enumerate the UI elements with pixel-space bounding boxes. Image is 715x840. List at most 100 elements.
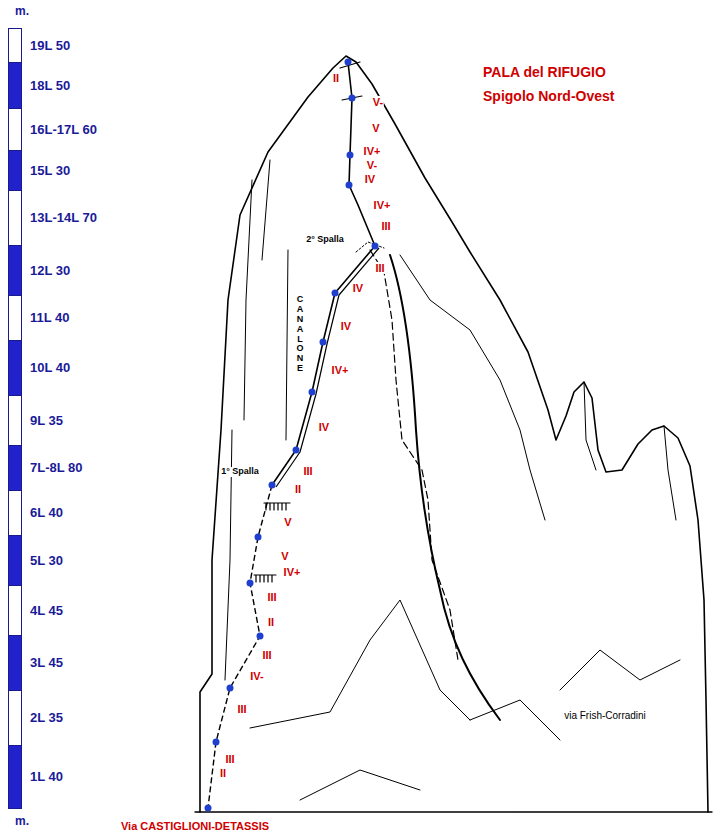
belay-dots (205, 59, 379, 812)
canalone-line (286, 250, 288, 440)
belay-dot (332, 290, 339, 297)
climbing-grade: V- (372, 96, 384, 108)
band-swatch (8, 490, 22, 536)
pitch-length: 18L 50 (30, 78, 70, 93)
band-swatch (8, 62, 22, 109)
belay-dot (257, 633, 264, 640)
climbing-grade: V (283, 516, 292, 528)
face-line (262, 160, 270, 260)
scale-band: 11L 40 (8, 295, 74, 340)
climbing-grade: V- (366, 159, 378, 171)
pitch-length: 12L 30 (30, 263, 70, 278)
belay-dot (213, 739, 220, 746)
pitch-length: 13L-14L 70 (30, 210, 97, 225)
slab-line (250, 600, 470, 728)
climbing-grade: II (294, 483, 302, 495)
belay-dot (349, 95, 356, 102)
scale-unit: m. (15, 815, 29, 828)
scale-band: 12L 30 (8, 245, 75, 295)
climbing-grade: IV+ (363, 145, 382, 157)
scale-band: 15L 30 (8, 150, 75, 190)
slab-line (300, 770, 420, 800)
pitch-length: 4L 45 (30, 603, 63, 618)
route-name: Via CASTIGLIONI-DETASSIS (121, 820, 269, 832)
shoulder-label: 1° Spalla (220, 467, 260, 477)
slab-line (560, 650, 680, 690)
face-line (244, 180, 252, 420)
pitch-length: 7L-8L 80 (30, 460, 83, 475)
band-swatch (8, 445, 22, 491)
pitch-length: 1L 40 (30, 769, 63, 784)
scale-band: 19L 50 (8, 28, 75, 62)
climbing-grade: III (266, 591, 277, 603)
band-swatch (8, 190, 22, 246)
belay-dot (293, 447, 300, 454)
scale-band: 9L 35 (8, 395, 68, 445)
climbing-grade: IV+ (283, 566, 302, 578)
climbing-grade: IV- (249, 670, 264, 682)
rock-lines (195, 56, 712, 812)
band-swatch (8, 535, 22, 586)
band-swatch (8, 395, 22, 446)
belay-dot (255, 534, 262, 541)
band-swatch (8, 150, 22, 191)
band-swatch (8, 28, 22, 63)
alt-route (370, 250, 458, 660)
belay-dot (345, 59, 352, 66)
climbing-grade: III (302, 465, 313, 477)
scale-band: 18L 50 (8, 62, 75, 108)
route-subtitle: Spigolo Nord-Ovest (483, 89, 614, 104)
scale-band: 2L 35 (8, 690, 68, 745)
climbing-grade: II (219, 767, 227, 779)
climbing-grade: V (280, 550, 289, 562)
climbing-grade: III (374, 262, 385, 274)
belay-dot (372, 243, 379, 250)
band-swatch (8, 585, 22, 636)
gully-label: CANALONE (296, 295, 305, 374)
climbing-grade: III (224, 753, 235, 765)
band-swatch (8, 108, 22, 151)
pitch-length: 5L 30 (30, 553, 63, 568)
band-swatch (8, 245, 22, 296)
pinnacle-line (584, 382, 596, 470)
gully-line (400, 255, 545, 520)
pitch-length: 19L 50 (30, 38, 70, 53)
scale-unit: m. (15, 5, 29, 18)
route-line (272, 62, 375, 485)
belay-dot (247, 580, 254, 587)
belay-dot (320, 339, 327, 346)
band-swatch (8, 295, 22, 341)
belay-dot (205, 805, 212, 812)
belay-dot (227, 685, 234, 692)
band-swatch (8, 745, 22, 809)
scale-band: 13L-14L 70 (8, 190, 101, 245)
base-line (195, 811, 712, 812)
pinnacle-line (664, 426, 676, 520)
climbing-grade: IV (352, 282, 364, 294)
climbing-grade: III (380, 220, 391, 232)
route-name: via Frish-Corradini (563, 710, 647, 721)
climbing-grade: V (371, 122, 380, 134)
pitch-length: 9L 35 (30, 413, 63, 428)
scale-band: 3L 45 (8, 635, 68, 690)
ledge-mark (254, 575, 276, 582)
climbing-grade: III (236, 703, 247, 715)
belay-dot (346, 182, 353, 189)
climbing-grade: III (261, 649, 272, 661)
climbing-grade: II (267, 616, 275, 628)
belay-dot (347, 152, 354, 159)
pitch-length: 11L 40 (30, 310, 70, 325)
climbing-grade: IV (364, 173, 376, 185)
climbing-grade: IV+ (331, 364, 350, 376)
scale-band: 1L 40 (8, 745, 68, 808)
pitch-length: 10L 40 (30, 360, 70, 375)
slab-line (470, 700, 560, 740)
scale-band: 5L 30 (8, 535, 68, 585)
route-line (208, 485, 272, 808)
scale-band: 10L 40 (8, 340, 75, 395)
pitch-length: 2L 35 (30, 710, 63, 725)
belay-dot (269, 482, 276, 489)
band-swatch (8, 635, 22, 691)
belay-dot (309, 389, 316, 396)
